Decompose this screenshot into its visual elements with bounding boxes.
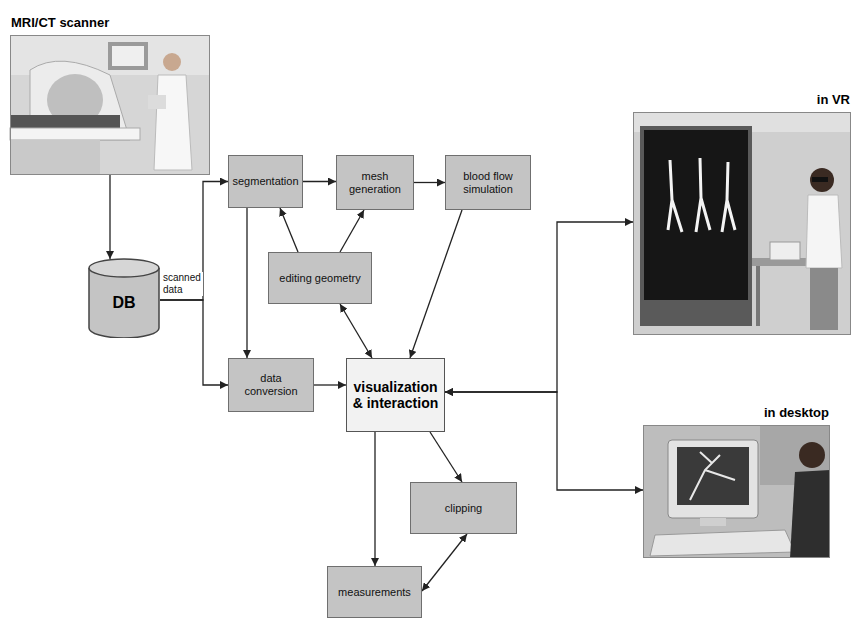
connector-arrow [445,392,643,490]
cylinder-top [89,259,159,277]
connector-arrow [430,432,462,482]
node-label: data conversion [234,372,308,398]
node-label: measurements [338,586,411,599]
node-label: clipping [445,502,482,515]
photo-node: in desktop [643,425,830,558]
connector-arrow [109,175,110,259]
node-label: editing geometry [279,272,360,285]
connector-arrow [340,304,372,358]
edge-label: scanned data [163,272,203,296]
process-box: clipping [410,482,517,534]
node-label: mesh generation [342,170,408,196]
node-label: DB [112,294,135,312]
scanner-photo [10,35,210,175]
node-label: blood flow simulation [451,170,525,196]
process-box: measurements [327,566,422,618]
connector-arrow [160,182,228,301]
connector-arrow [422,534,467,591]
photo-node: in VR [633,112,851,335]
connector-arrow [303,181,336,182]
connector-arrow [314,384,346,385]
database-cylinder: DB [88,258,160,338]
connector-arrow [374,432,375,566]
photo-heading: MRI/CT scanner [11,15,109,30]
process-box: visualization & interaction [346,358,445,432]
process-box: blood flow simulation [445,155,531,210]
desktop-photo [643,425,830,558]
connector-arrow [340,210,364,252]
photo-heading: in VR [817,92,850,107]
node-label: segmentation [232,175,298,188]
node-label: visualization & interaction [352,379,439,411]
connector-arrow [410,210,462,358]
connector-arrow [246,208,247,358]
vr-photo [633,112,851,335]
process-box: editing geometry [268,252,372,304]
process-box: mesh generation [336,155,414,210]
cylinder-body [89,268,159,338]
connector-arrow [160,300,228,385]
photo-heading: in desktop [764,405,829,420]
connector-arrow [414,182,445,183]
connector-arrow [280,208,298,252]
photo-node: MRI/CT scanner [10,35,210,175]
process-box: data conversion [228,358,314,412]
connector-arrow [445,222,633,392]
process-box: segmentation [228,155,303,208]
